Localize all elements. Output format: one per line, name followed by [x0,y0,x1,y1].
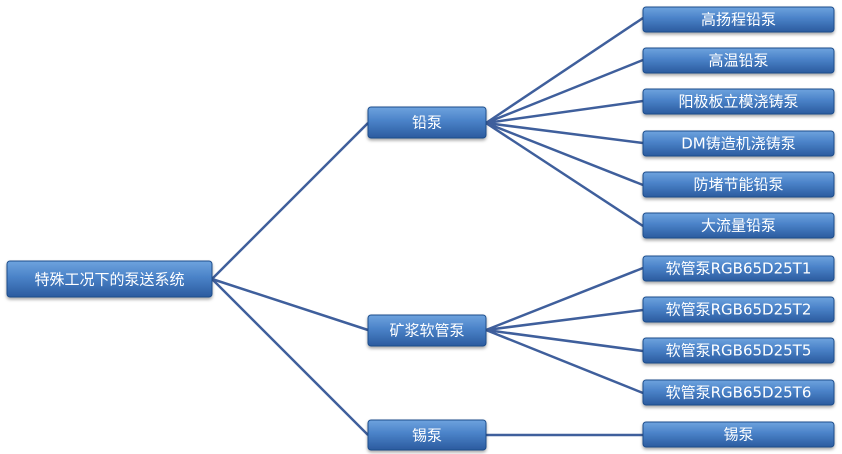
leaf-node[interactable]: 阳极板立模浇铸泵 [642,88,835,115]
connector-root-tin-pump [211,278,369,436]
connector-root-slurry-hose-pump [211,277,369,332]
leaf-node[interactable]: 软管泵RGB65D25T6 [642,379,835,406]
branch-node-slurry-hose-pump[interactable]: 矿浆软管泵 [367,314,487,347]
connector-root-lead-pump [211,122,369,280]
branch-node-label: 锡泵 [412,427,442,445]
leaf-node-label: 软管泵RGB65D25T5 [666,342,812,360]
connector-lead-child-2 [485,58,644,125]
connector-hose-child-4 [485,328,644,395]
leaf-node[interactable]: 锡泵 [642,421,835,448]
leaf-node-label: 阳极板立模浇铸泵 [678,93,798,111]
leaf-node[interactable]: 高温铅泵 [642,47,835,74]
leaf-node[interactable]: DM铸造机浇铸泵 [642,130,835,157]
leaf-node-label: 大流量铅泵 [701,217,776,235]
connector-lead-child-6 [485,121,644,228]
connector-lead-child-5 [485,121,644,187]
leaf-node-label: DM铸造机浇铸泵 [681,135,796,153]
branch-node-tin-pump[interactable]: 锡泵 [367,419,487,451]
connector-hose-child-2 [485,308,644,332]
leaf-node[interactable]: 软管泵RGB65D25T2 [642,296,835,323]
root-node-label: 特殊工况下的泵送系统 [34,271,184,289]
leaf-node[interactable]: 大流量铅泵 [642,212,835,239]
connector-lead-child-1 [485,16,644,125]
leaf-node-label: 防堵节能铅泵 [693,176,783,194]
leaf-node-label: 高温铅泵 [708,52,768,70]
leaf-node[interactable]: 高扬程铅泵 [642,6,835,33]
leaf-node[interactable]: 软管泵RGB65D25T5 [642,337,835,364]
leaf-node[interactable]: 防堵节能铅泵 [642,171,835,198]
connector-lead-child-3 [485,99,644,125]
leaf-node[interactable]: 软管泵RGB65D25T1 [642,255,835,282]
leaf-node-label: 软管泵RGB65D25T1 [666,260,812,278]
root-node[interactable]: 特殊工况下的泵送系统 [6,260,213,298]
connector-hose-child-3 [485,328,644,353]
branch-node-label: 矿浆软管泵 [389,322,464,340]
leaf-node-label: 锡泵 [723,426,753,444]
connector-lead-child-4 [485,121,644,145]
leaf-node-label: 高扬程铅泵 [701,11,776,29]
connector-hose-child-1 [485,266,644,332]
leaf-node-label: 软管泵RGB65D25T2 [666,301,812,319]
connector-lines [211,16,644,437]
branch-node-lead-pump[interactable]: 铅泵 [367,106,487,139]
leaf-node-label: 软管泵RGB65D25T6 [666,384,812,402]
branch-node-label: 铅泵 [412,114,442,132]
